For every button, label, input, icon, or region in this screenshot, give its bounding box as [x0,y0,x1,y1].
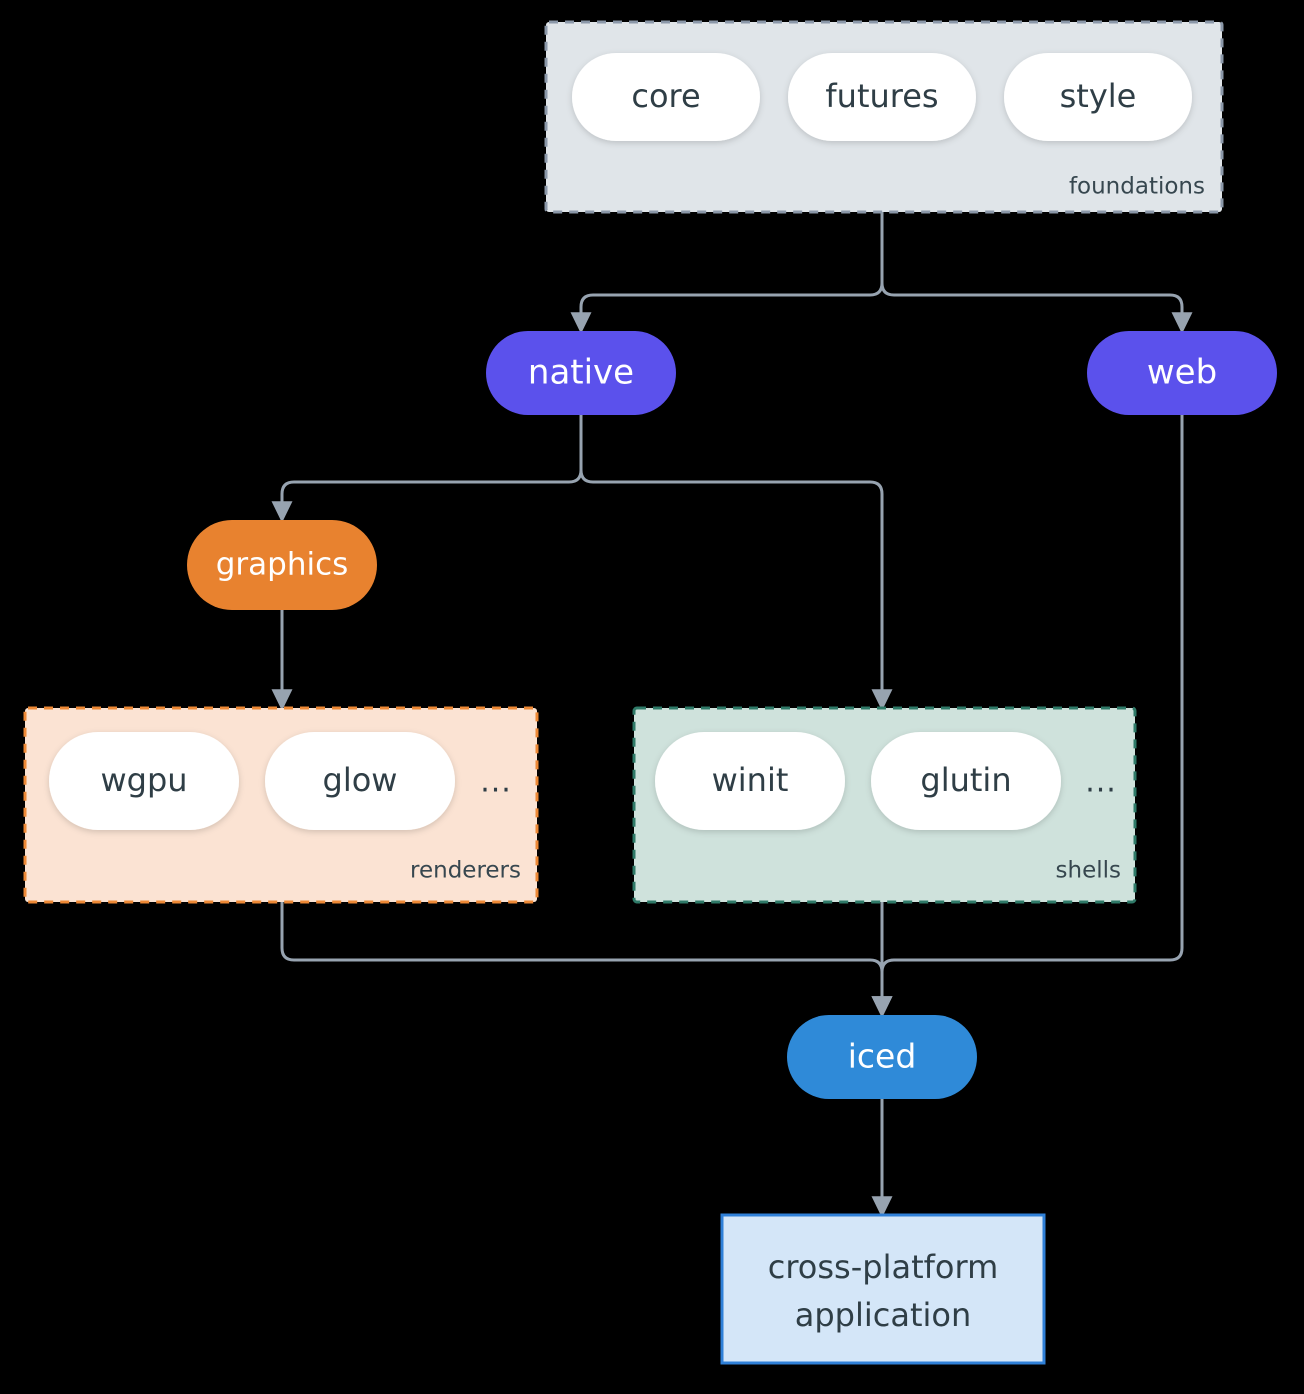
nodes-layer: native web graphics iced [187,331,1277,1099]
group-renderers: wgpu glow... renderers [23,706,539,904]
node-native-shape[interactable] [486,331,676,415]
node-native[interactable]: native [486,331,676,415]
node-graphics[interactable]: graphics [187,520,377,610]
edge-foundations-to-native [570,212,884,334]
groups-layer: core futures style foundations wgpu glow... re… [23,20,1224,904]
group-renderers-ellipsis: ... [480,765,512,800]
application-box-line1: cross-platform [768,1248,998,1286]
node-cross-platform-application[interactable]: cross-platform application [720,1213,1046,1365]
node-iced-label: iced [848,1037,917,1076]
pill-label-wgpu: wgpu [100,761,187,799]
pill-label-winit: winit [712,761,789,799]
group-renderers-label: renderers [410,858,521,884]
edge-renderers-to-iced [280,902,893,1018]
pill-futures[interactable] [788,53,976,141]
pill-wgpu[interactable] [49,732,239,830]
group-shells-label: shells [1056,858,1121,884]
node-graphics-shape[interactable] [187,520,377,610]
pill-label-futures: futures [825,77,938,115]
group-shells-ellipsis: ... [1085,765,1117,800]
node-graphics-label: graphics [216,547,349,583]
node-native-label: native [528,353,634,393]
edge-native-to-shells [579,415,893,711]
group-foundations-label: foundations [1069,174,1205,200]
pill-glow[interactable] [265,732,455,830]
pill-label-style: style [1060,77,1137,115]
edge-web-to-iced [871,415,1184,1018]
edge-foundations-to-web [880,212,1193,334]
group-foundations: core futures style foundations [544,20,1224,214]
pill-label-glutin: glutin [920,761,1011,799]
application-box-line2: application [795,1296,972,1334]
node-web-label: web [1147,353,1217,393]
node-iced-shape[interactable] [787,1015,977,1099]
edge-native-to-graphics [271,415,583,523]
node-web[interactable]: web [1087,331,1277,415]
application-box-layer: cross-platform application [720,1213,1046,1365]
node-iced[interactable]: iced [787,1015,977,1099]
pill-label-glow: glow [323,761,398,799]
pill-style[interactable] [1004,53,1192,141]
pill-core[interactable] [572,53,760,141]
pill-glutin[interactable] [871,732,1061,830]
application-box-shape[interactable] [720,1213,1046,1365]
pill-label-core: core [631,77,700,115]
connectors-layer [271,212,1193,1218]
pill-winit[interactable] [655,732,845,830]
group-shells: winit glutin... shells [632,706,1137,904]
node-web-shape[interactable] [1087,331,1277,415]
